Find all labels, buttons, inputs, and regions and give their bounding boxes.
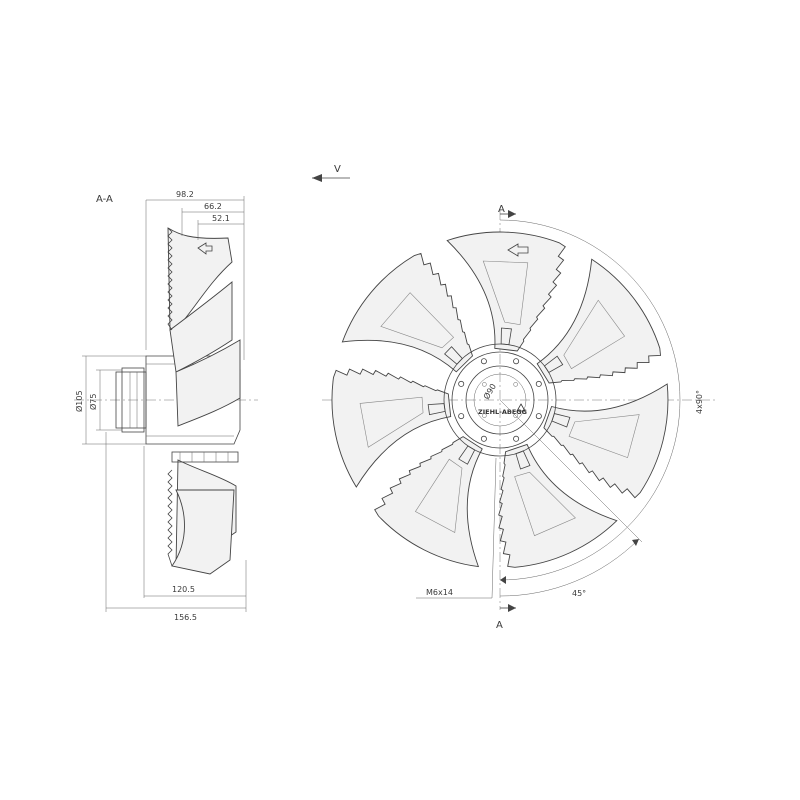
hub-screw-icon <box>482 382 487 387</box>
section-label: A-A <box>96 194 113 205</box>
hub-bolt-icon <box>458 413 465 420</box>
airflow-arrow-icon <box>507 243 529 257</box>
impeller-blades <box>331 231 669 568</box>
dim-arc-45 <box>499 538 640 597</box>
dim-thread-m6x14: M6x14 <box>426 588 453 597</box>
cut-label-top: A <box>498 204 505 215</box>
dim-156-5: 156.5 <box>174 613 197 622</box>
hub-bolt-icon <box>535 380 542 387</box>
section-airflow-arrow-icon <box>197 242 213 255</box>
impeller-blade <box>536 258 661 384</box>
hub-bolt-icon <box>535 413 542 420</box>
dim-arc-4x90 <box>499 219 681 581</box>
section-serration-bottom <box>167 469 173 567</box>
hub-bolt-icon <box>513 435 520 442</box>
dim-52-1: 52.1 <box>212 214 230 223</box>
motor-flange <box>121 367 145 433</box>
view-label: V <box>334 164 341 175</box>
view-direction: V <box>312 164 350 182</box>
hub-core <box>473 373 527 427</box>
hub-bolt-icon <box>458 380 465 387</box>
dim-66-2: 66.2 <box>204 202 222 211</box>
front-view: A A Ø90 ZIEHL-ABEGG 4x90° 45° M6x14 <box>322 204 716 631</box>
hub-diameter-label: Ø90 <box>481 382 498 401</box>
section-cut-top: A <box>498 204 516 218</box>
section-blade-mid <box>175 339 241 427</box>
hub-bolt-icon <box>513 358 520 365</box>
hub-bolts <box>458 358 542 442</box>
hub-outer-ring <box>443 343 557 457</box>
blade-rib <box>563 299 626 370</box>
dim-4x90: 4x90° <box>695 390 704 414</box>
dim-98-2: 98.2 <box>176 190 194 199</box>
view-arrow-icon <box>312 174 322 182</box>
hub-section-band <box>171 451 239 463</box>
blade-rib <box>514 471 576 537</box>
hub-screw-icon <box>513 382 518 387</box>
hub-screw-icon <box>482 413 487 418</box>
section-blade-top-2 <box>169 281 233 373</box>
impeller-blade <box>374 436 483 568</box>
hub-inner-disc <box>465 365 535 435</box>
dim-45: 45° <box>572 589 586 598</box>
blade-rib <box>414 458 463 533</box>
blade-rib <box>482 260 529 325</box>
impeller-blade <box>498 443 618 568</box>
section-blade-top-1 <box>167 227 233 331</box>
impeller-blade <box>341 252 474 373</box>
nameplate-brand: ZIEHL-ABEGG <box>478 408 527 416</box>
dim-arc-45-leader <box>499 399 643 543</box>
hub-bolt-icon <box>480 435 487 442</box>
cut-label-bottom: A <box>496 620 503 631</box>
impeller-blade <box>543 383 669 499</box>
section-blade-bottom-2 <box>171 489 235 575</box>
hub-ring <box>451 351 549 449</box>
section-serration-top <box>167 227 173 331</box>
blade-rib <box>359 396 424 448</box>
impeller-blade <box>446 231 566 352</box>
hub-screw-icon <box>513 413 518 418</box>
section-cut-bottom: A <box>496 604 516 631</box>
dim-dia-105: Ø105 <box>74 390 84 412</box>
impeller-blade <box>331 368 452 488</box>
dim-120-5: 120.5 <box>172 585 195 594</box>
dim-dia-75: Ø75 <box>88 394 98 410</box>
warning-triangle-icon <box>516 403 526 412</box>
hub-bolt-icon <box>480 358 487 365</box>
blade-rib <box>380 292 455 349</box>
blade-rib <box>568 414 640 459</box>
side-section-view: A-A <box>74 190 258 622</box>
